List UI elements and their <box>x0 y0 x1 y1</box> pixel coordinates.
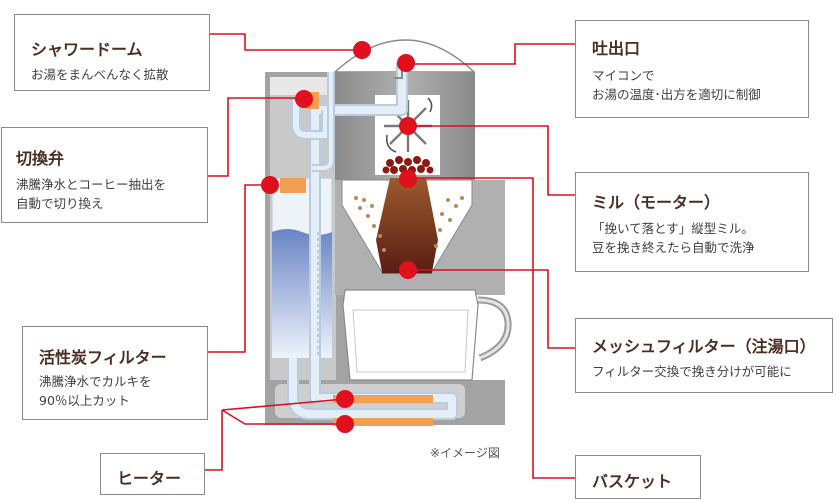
callout-spout-desc-1: マイコンで <box>592 68 655 83</box>
leader-shower-dome <box>210 33 362 51</box>
callout-spout-desc-2: お湯の温度･出方を適切に制御 <box>592 87 761 102</box>
leader-mill <box>408 125 575 196</box>
callout-shower-dome-title: シャワードーム <box>31 40 143 59</box>
callout-valve-title: 切換弁 <box>16 149 65 168</box>
dot-heater-upper <box>336 390 354 408</box>
callout-dots <box>261 41 417 433</box>
leader-heater-join <box>221 409 345 425</box>
callout-carbon-filter-title: 活性炭フィルター <box>39 348 167 367</box>
coffee-grounds <box>376 178 438 272</box>
callout-mill-desc-1: 「挽いて落とす」縦型ミル。 <box>592 221 754 236</box>
callout-valve: 切換弁 沸騰浄水とコーヒー抽出を 自動で切り換え <box>1 127 208 223</box>
dot-mill <box>399 117 417 135</box>
leader-heater-lower <box>205 410 223 471</box>
machine-inner-light <box>270 77 344 95</box>
callout-basket-title: バスケット <box>592 472 673 491</box>
dot-heater-lower <box>336 415 354 433</box>
callout-valve-desc-1: 沸騰浄水とコーヒー抽出を <box>16 177 167 192</box>
leader-mesh-filter <box>408 269 575 349</box>
callout-valve-desc-2: 自動で切り換え <box>16 196 104 211</box>
leader-basket <box>408 177 575 479</box>
carafe-inner <box>352 309 469 373</box>
callout-carbon-filter-desc-1: 沸騰浄水でカルキを <box>39 374 152 389</box>
dot-mesh-filter <box>399 261 417 279</box>
leader-heater-upper <box>221 398 346 411</box>
callout-heater-title: ヒーター <box>117 469 182 488</box>
callout-mesh-filter-title: メッシュフィルター（注湯口） <box>592 337 816 356</box>
callout-shower-dome: シャワードーム お湯をまんべんなく拡散 <box>14 14 210 91</box>
carbon-filter-cap <box>280 178 306 193</box>
leader-valve <box>208 97 306 177</box>
dot-shower-dome <box>353 41 371 59</box>
heater-lower <box>333 418 433 426</box>
image-note: ※イメージ図 <box>430 446 500 460</box>
callout-mill: ミル（モーター） 「挽いて落とす」縦型ミル。 豆を挽き終えたら自動で洗浄 <box>575 172 809 272</box>
carafe-handle-inner <box>477 298 510 360</box>
leader-spout <box>405 43 575 65</box>
callout-heater: ヒーター <box>100 453 205 495</box>
callout-mesh-filter: メッシュフィルター（注湯口） フィルター交換で挽き分けが可能に <box>575 318 833 393</box>
callout-spout: 吐出口 マイコンで お湯の温度･出方を適切に制御 <box>575 20 809 118</box>
leader-carbon-filter <box>208 184 270 353</box>
dot-valve <box>295 90 313 108</box>
dot-carbon-filter <box>261 176 279 194</box>
callout-mill-title: ミル（モーター） <box>592 193 721 212</box>
rotation-arrow-right-icon <box>427 97 433 113</box>
leader-lines <box>205 33 575 479</box>
callout-mill-desc-2: 豆を挽き終えたら自動で洗浄 <box>592 240 755 255</box>
callout-carbon-filter: 活性炭フィルター 沸騰浄水でカルキを 90％以上カット <box>22 326 208 420</box>
callout-shower-dome-desc: お湯をまんべんなく拡散 <box>31 67 169 82</box>
dot-spout <box>397 54 415 72</box>
rotation-arrow-left-icon <box>385 134 397 153</box>
heater-upper <box>333 395 433 403</box>
callout-basket: バスケット <box>575 455 701 499</box>
water-surface <box>272 229 332 358</box>
water-tubes <box>287 62 458 420</box>
carafe <box>342 289 479 381</box>
callout-carbon-filter-desc-2: 90％以上カット <box>39 393 130 408</box>
coffee-grounds-speckles <box>354 196 464 252</box>
dot-basket <box>399 170 417 188</box>
callout-mesh-filter-desc: フィルター交換で挽き分けが可能に <box>592 364 792 379</box>
callout-spout-title: 吐出口 <box>592 39 641 58</box>
